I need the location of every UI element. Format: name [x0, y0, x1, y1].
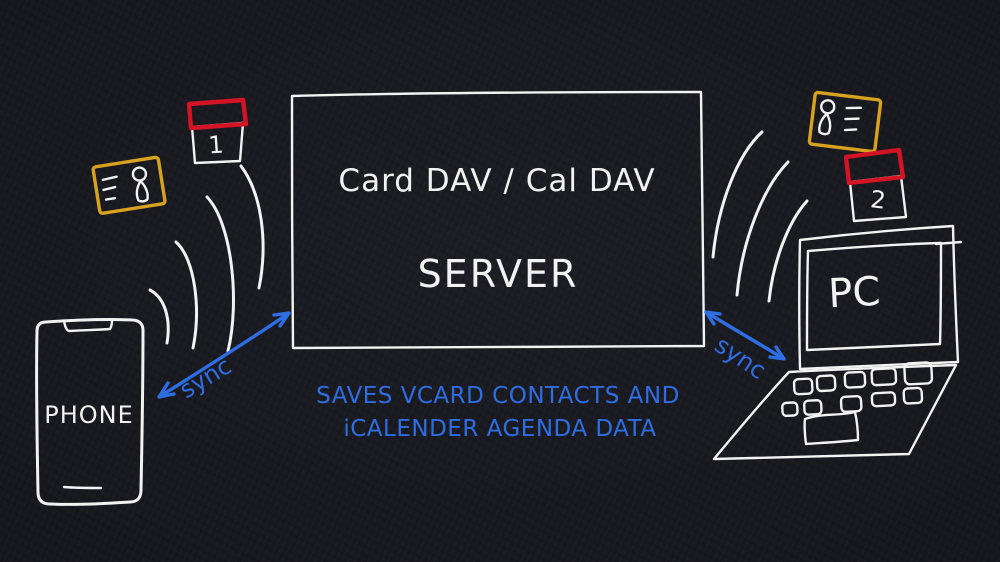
key — [903, 361, 934, 386]
contact-card-outline — [91, 155, 167, 215]
person-icon — [131, 166, 149, 203]
key — [815, 374, 837, 393]
contact-card-outline — [807, 90, 883, 154]
sync-arrow-right: sync — [704, 310, 786, 385]
person-icon — [818, 99, 836, 136]
laptop-screen-inner — [805, 241, 943, 352]
note-line-2: iCALENDER AGENDA DATA — [343, 416, 656, 442]
wave — [767, 199, 809, 303]
wave — [735, 160, 790, 297]
contact-text-lines-icon — [101, 175, 118, 201]
calendar-header — [843, 147, 906, 186]
phone-notch — [62, 318, 114, 333]
vcard-icon-left — [91, 155, 167, 215]
server-box: Card DAV / Cal DAV SERVER — [290, 90, 706, 350]
sync-arrow-left: sync — [157, 311, 291, 404]
laptop-screen-outer — [798, 224, 960, 371]
phone-home-line — [62, 485, 103, 490]
calendar-day: 1 — [207, 131, 224, 160]
sync-label-right: sync — [710, 331, 771, 385]
key — [839, 394, 863, 413]
wave — [711, 130, 764, 259]
phone: PHONE — [35, 318, 145, 506]
phone-outline — [35, 318, 145, 506]
vcard-icon-right — [807, 90, 883, 154]
server-subtitle: SERVER — [418, 252, 579, 296]
wave — [205, 195, 235, 353]
sync-label-left: sync — [175, 352, 237, 404]
laptop-keys — [781, 361, 934, 418]
contact-text-lines-icon — [843, 106, 863, 132]
signal-waves-left-icon — [148, 164, 265, 353]
wave — [174, 240, 198, 350]
key — [843, 370, 867, 389]
calendar-icon-right: 2 — [843, 147, 908, 223]
laptop-trackpad — [803, 410, 860, 446]
key — [802, 399, 823, 416]
pc-label: PC — [827, 269, 881, 318]
signal-waves-right-icon — [711, 130, 809, 303]
double-arrow-icon — [704, 310, 786, 361]
phone-label: PHONE — [44, 401, 134, 429]
key — [902, 386, 924, 405]
wave — [148, 288, 170, 345]
calendar-day: 2 — [869, 185, 887, 214]
key — [870, 367, 898, 387]
wave — [239, 164, 265, 290]
server-title: Card DAV / Cal DAV — [338, 163, 655, 199]
server-box-outline — [290, 90, 706, 350]
note: SAVES VCARD CONTACTS AND iCALENDER AGEND… — [316, 383, 680, 442]
key — [781, 401, 799, 418]
double-arrow-icon — [157, 311, 291, 399]
key — [870, 391, 897, 408]
key — [792, 377, 814, 396]
calendar-header — [186, 97, 249, 131]
note-line-1: SAVES VCARD CONTACTS AND — [316, 383, 680, 409]
calendar-icon-left: 1 — [186, 97, 249, 165]
laptop: PC — [712, 224, 963, 461]
laptop-screen-stroke-overshoot — [934, 240, 963, 246]
laptop-base — [712, 363, 958, 461]
